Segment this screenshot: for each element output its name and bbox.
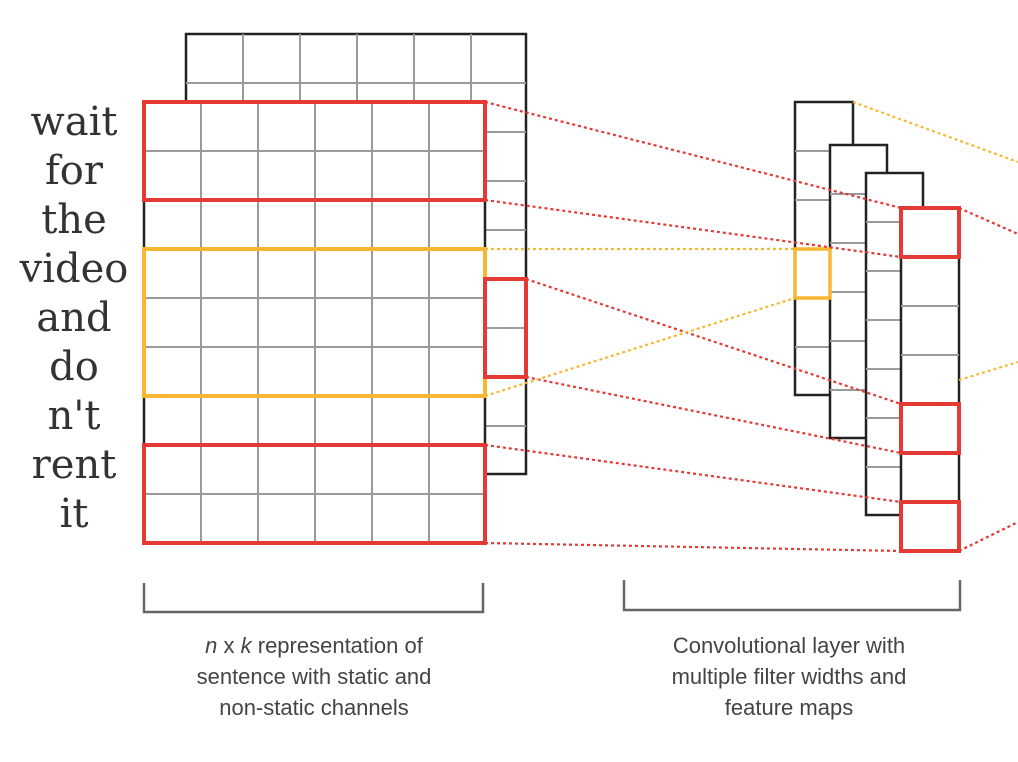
word-it: it	[59, 491, 89, 537]
word-wait: wait	[30, 99, 118, 145]
word-for: for	[44, 148, 103, 194]
caption-middle-line3: feature maps	[724, 695, 854, 720]
caption-left-line2: sentence with static and	[196, 664, 432, 689]
word-and: and	[36, 295, 112, 341]
feature-map-4	[899, 206, 961, 553]
caption-middle-line1: Convolutional layer with	[672, 633, 906, 658]
word-the: the	[41, 197, 107, 243]
back-channel-filter-region	[483, 277, 528, 379]
filter-region-top	[142, 100, 487, 202]
caption-left-line1: n x k representation of	[134, 630, 494, 661]
connector-red-5	[484, 443, 902, 504]
caption-x-symbol: x	[217, 633, 241, 658]
word-nt: n't	[47, 393, 101, 439]
connector-red-6	[484, 541, 902, 553]
connector-yellow-2	[484, 296, 796, 398]
caption-left-line1-rest: representation of	[251, 633, 423, 658]
caption-sentence-representation: n x k representation of sentence with st…	[134, 630, 494, 723]
feature-cell-red-1	[899, 206, 961, 259]
word-video: video	[19, 246, 129, 292]
caption-left-line3: non-static channels	[219, 695, 409, 720]
connector-red-2	[484, 198, 902, 259]
feature-cell-red-2	[899, 402, 961, 455]
caption-convolutional-layer: Convolutional layer with multiple filter…	[604, 630, 974, 723]
word-rent: rent	[31, 442, 117, 488]
connector-out-red-2	[958, 521, 1018, 552]
caption-n-symbol: n	[205, 633, 218, 658]
filter-region-bottom	[142, 443, 487, 545]
feature-cell-yellow	[793, 247, 832, 300]
word-do: do	[49, 344, 99, 390]
connector-out-yellow-2	[958, 360, 1018, 382]
front-channel-matrix	[142, 100, 487, 545]
caption-k-symbol: k	[240, 633, 252, 658]
connector-lines	[484, 100, 1018, 553]
connector-out-red-1	[958, 206, 1018, 236]
bracket-left	[142, 583, 485, 614]
connector-out-yellow-1	[852, 100, 1018, 164]
connector-red-4	[525, 375, 902, 455]
bracket-middle	[622, 580, 962, 612]
feature-cell-red-3	[899, 500, 961, 553]
caption-middle-line2: multiple filter widths and	[671, 664, 907, 689]
